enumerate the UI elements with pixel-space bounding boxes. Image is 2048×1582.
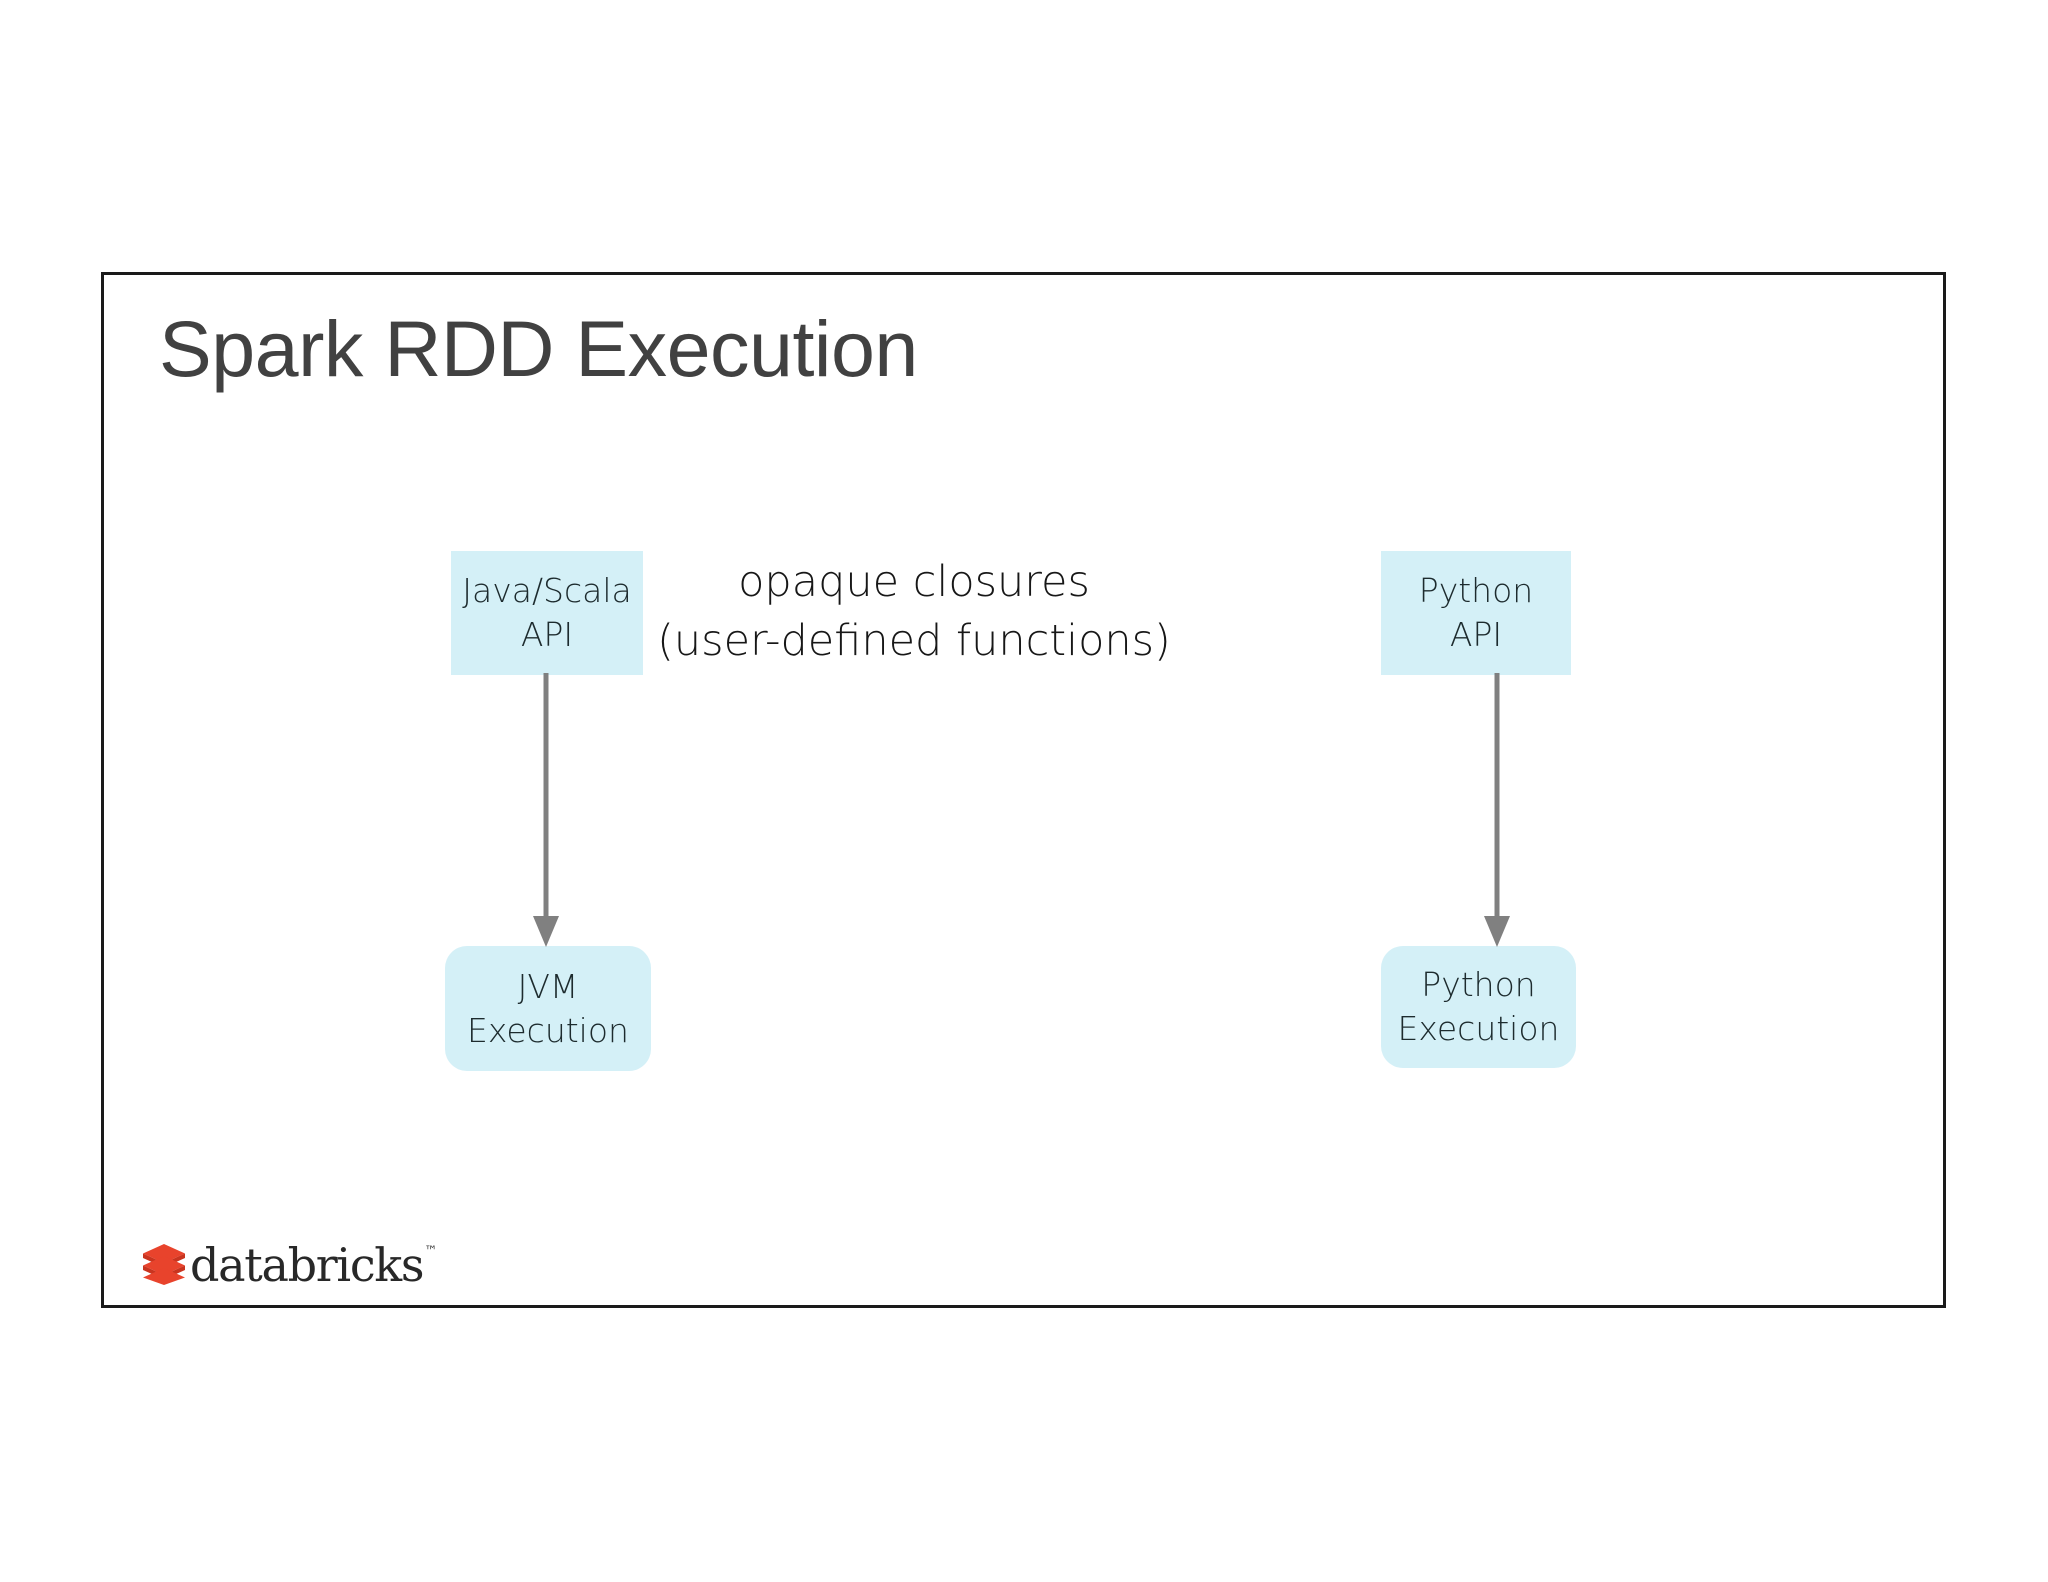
diagram-node-jvm-execution: JVM Execution: [445, 946, 651, 1071]
trademark-symbol: ™: [424, 1244, 438, 1259]
databricks-logo: databricks ™: [141, 1238, 437, 1290]
diagram-node-label: Python API: [1418, 571, 1534, 654]
databricks-brick-stack-icon: [143, 1244, 185, 1285]
page-title: Spark RDD Execution: [159, 304, 918, 393]
diagram-node-label: Java/Scala API: [462, 571, 632, 654]
slide-frame: Spark RDD Execution Java/Scala API Pytho…: [101, 272, 1946, 1308]
diagram-node-label: Python Execution: [1397, 965, 1560, 1048]
diagram-node-python-execution: Python Execution: [1381, 946, 1576, 1068]
diagram-node-python-api: Python API: [1381, 551, 1571, 675]
arrow-java-api-to-jvm-execution: [533, 673, 559, 947]
databricks-wordmark: databricks: [190, 1238, 424, 1292]
diagram-annotation-opaque-closures: opaque closures (user-defined functions): [657, 557, 1171, 667]
arrow-python-api-to-python-execution: [1484, 673, 1510, 947]
diagram-node-java-scala-api: Java/Scala API: [451, 551, 643, 675]
diagram-node-label: JVM Execution: [467, 966, 629, 1050]
